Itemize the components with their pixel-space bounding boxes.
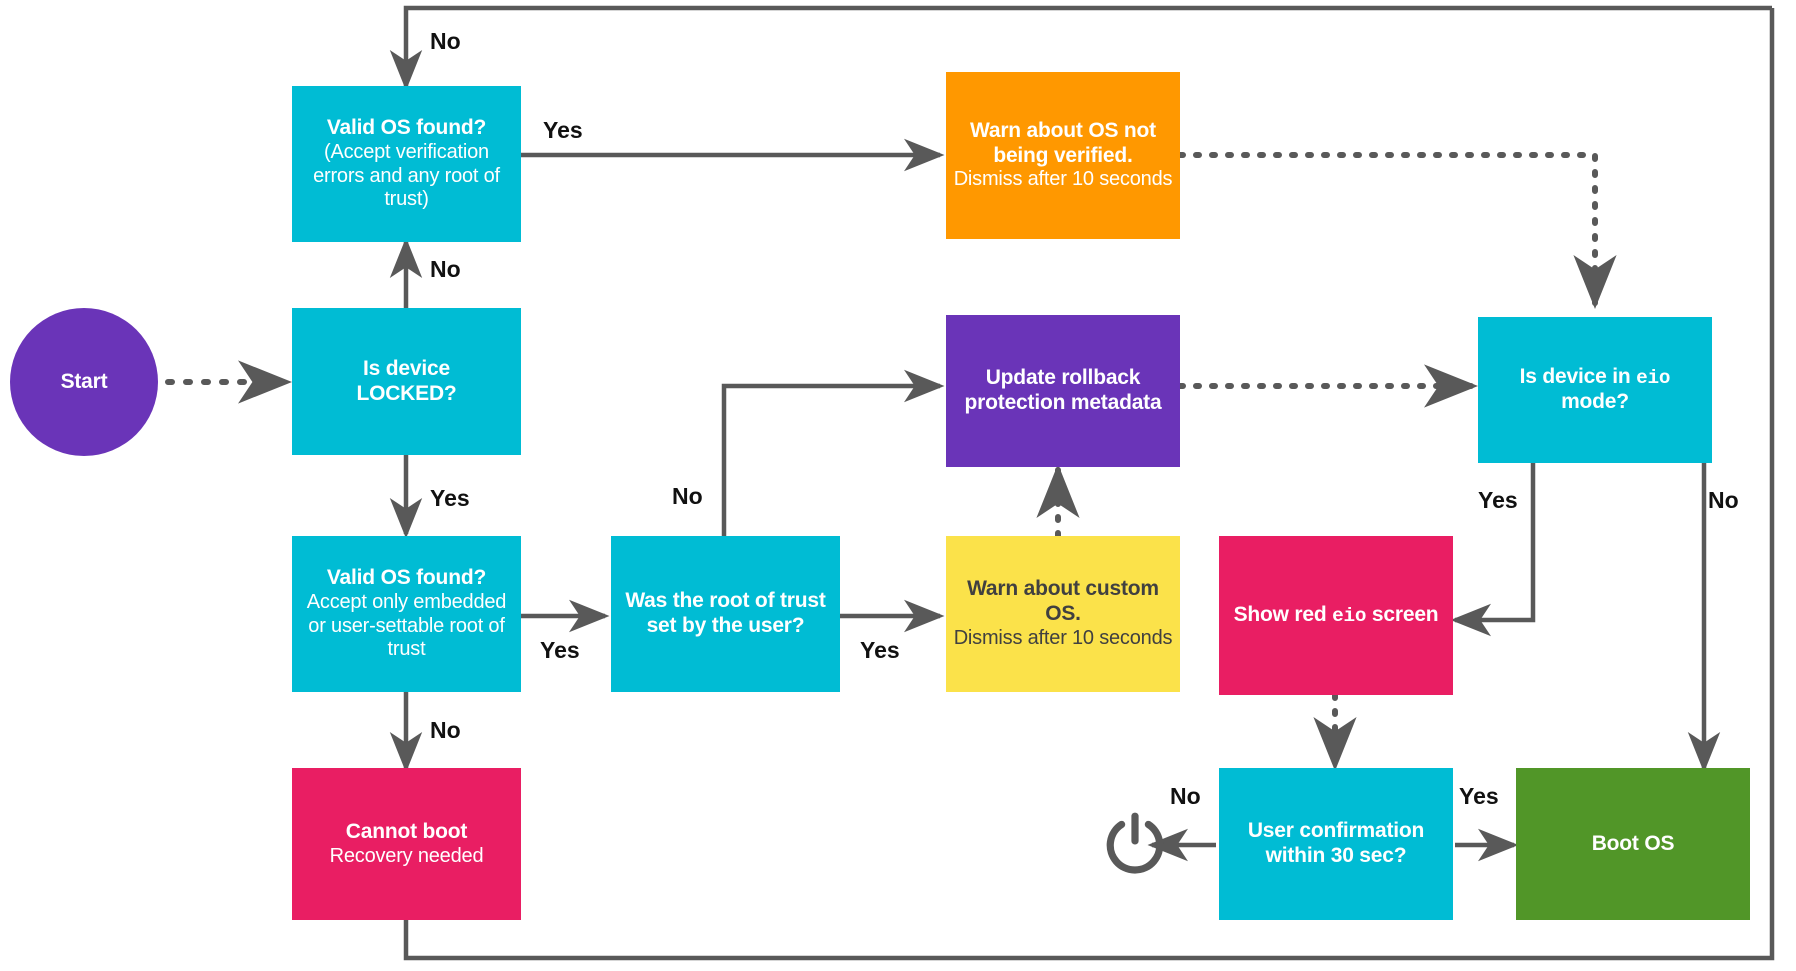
node-root-of-trust-title: Was the root of trust set by the user? (625, 589, 826, 637)
node-boot-os-title: Boot OS (1591, 831, 1675, 855)
edge-root-no (721, 369, 945, 536)
edge-label-no-confirm-to-power: No (1170, 783, 1201, 809)
edge-label-yes-root-to-warncustom: Yes (860, 637, 900, 663)
node-eio-mode-title: Is device in eio mode? (1484, 365, 1706, 415)
node-show-red-eio-title-post: screen (1366, 603, 1439, 627)
node-show-red-eio-title-mono: eio (1332, 605, 1367, 628)
node-show-red-eio-title: Show red eio screen (1234, 603, 1439, 628)
power-off-icon (1102, 810, 1168, 876)
edge-label-yes-locked-down: Yes (430, 485, 470, 511)
node-eio-mode-title-post: mode? (1561, 390, 1629, 413)
node-user-confirmation[interactable]: User confirmation within 30 sec? (1219, 768, 1453, 920)
node-valid-os-found-locked[interactable]: Valid OS found? Accept only embedded or … (292, 536, 521, 692)
node-valid-os-found-unlocked[interactable]: Valid OS found? (Accept verification err… (292, 86, 521, 242)
node-cannot-boot[interactable]: Cannot boot Recovery needed (292, 768, 521, 920)
edge-label-yes-confirm-to-bootos: Yes (1459, 783, 1499, 809)
node-warn-os-not-verified[interactable]: Warn about OS not being verified. Dismis… (946, 72, 1180, 239)
node-eio-mode-title-mono: eio (1636, 367, 1671, 390)
edge-label-yes-eio-to-showeio: Yes (1478, 487, 1518, 513)
node-show-red-eio-screen[interactable]: Show red eio screen (1219, 536, 1453, 695)
node-warn-custom-os[interactable]: Warn about custom OS. Dismiss after 10 s… (946, 536, 1180, 692)
node-valid-os-found-locked-sub: Accept only embedded or user-settable ro… (306, 590, 507, 661)
edge-label-no-eio-to-bootos: No (1708, 487, 1739, 513)
edge-label-yes-unlocked-to-warn: Yes (543, 117, 583, 143)
edge-label-no-validos-to-cannotboot: No (430, 717, 461, 743)
node-root-of-trust-set-by-user[interactable]: Was the root of trust set by the user? (611, 536, 840, 692)
node-start-label: Start (60, 369, 108, 393)
edge-label-no-locked-up: No (430, 256, 461, 282)
node-warn-os-not-verified-title: Warn about OS not being verified. (970, 118, 1156, 167)
node-show-red-eio-title-pre: Show red (1233, 603, 1333, 627)
node-valid-os-found-locked-title: Valid OS found? (326, 566, 487, 590)
node-is-device-locked[interactable]: Is device LOCKED? (292, 308, 521, 455)
node-is-device-locked-line1: Is device (363, 356, 450, 380)
node-is-device-locked-line2: LOCKED? (356, 381, 457, 405)
node-valid-os-found-unlocked-sub: (Accept verification errors and any root… (313, 140, 500, 211)
node-cannot-boot-title: Cannot boot (345, 819, 468, 843)
node-update-rollback-protection[interactable]: Update rollback protection metadata (946, 315, 1180, 467)
node-valid-os-found-unlocked-title: Valid OS found? (326, 116, 487, 140)
edge-label-yes-validos-to-root: Yes (540, 637, 580, 663)
node-is-device-in-eio-mode[interactable]: Is device in eio mode? (1478, 317, 1712, 463)
node-cannot-boot-sub: Recovery needed (329, 844, 484, 867)
node-user-confirmation-title: User confirmation within 30 sec? (1247, 819, 1425, 867)
edge-label-no-root-to-rollback: No (672, 483, 703, 509)
node-warn-os-not-verified-sub: Dismiss after 10 seconds (953, 168, 1173, 191)
node-update-rollback-title: Update rollback protection metadata (964, 366, 1162, 414)
node-warn-custom-os-sub: Dismiss after 10 seconds (953, 626, 1173, 649)
node-boot-os[interactable]: Boot OS (1516, 768, 1750, 920)
node-start[interactable]: Start (10, 308, 158, 456)
edge-warnunverified-to-eio (1177, 152, 1617, 309)
node-warn-custom-os-title: Warn about custom OS. (967, 577, 1159, 626)
edge-label-no-top-loop: No (430, 28, 461, 54)
node-eio-mode-title-pre: Is device in (1519, 365, 1637, 389)
